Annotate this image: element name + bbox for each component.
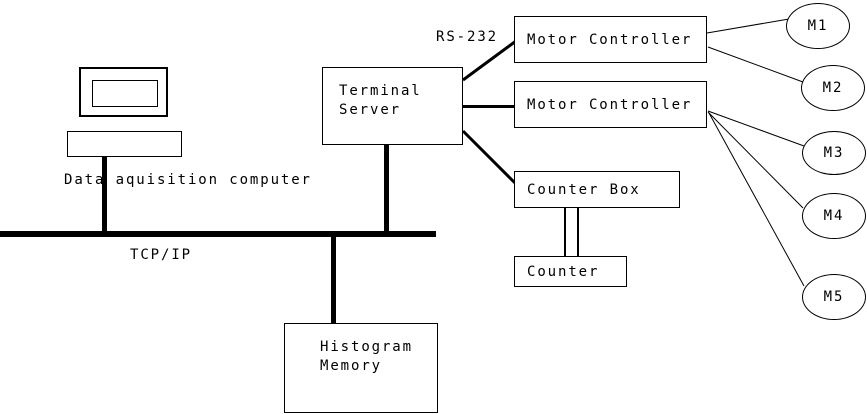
mc2-m4-link [707,111,804,209]
motor-m1-label: M1 [807,18,829,34]
mc2-m5-link [708,112,805,287]
mc1-m1-link [706,18,790,34]
tcpip-label: TCP/IP [130,247,192,263]
terminal-server-label: Terminal Server [339,83,422,118]
counter-box-label: Counter Box [527,181,641,198]
counter-label: Counter [527,263,600,280]
motor-m5: M5 [802,274,866,320]
counter: Counter [514,256,627,287]
motor-m2-label: M2 [822,80,844,96]
motor-m3: M3 [802,131,866,175]
motor-m1: M1 [786,3,850,49]
mc1-m2-link [707,46,804,83]
computer-label: Data aquisition computer [64,172,312,188]
computer-keyboard-icon [67,131,182,157]
mc2-m3-link [707,110,805,147]
motor-controller-1-label: Motor Controller [527,31,693,48]
histogram-memory-box: Histogram Memory [284,323,438,413]
motor-controller-1-box: Motor Controller [514,16,707,63]
motor-controller-2-label: Motor Controller [527,96,693,113]
motor-m2: M2 [801,65,865,111]
terminal-server-box: Terminal Server [322,67,463,145]
rs232-label: RS-232 [436,29,498,45]
computer-screen-icon [92,80,158,107]
motor-m4-label: M4 [823,208,845,224]
motor-m4: M4 [802,193,866,239]
motor-m3-label: M3 [823,145,845,161]
motor-m5-label: M5 [823,289,845,305]
motor-controller-2-box: Motor Controller [514,81,707,128]
ts-mc1-link [462,39,517,82]
counter-box: Counter Box [514,171,680,208]
histogram-memory-label: Histogram Memory [320,339,413,374]
ts-counterbox-link [461,129,518,186]
